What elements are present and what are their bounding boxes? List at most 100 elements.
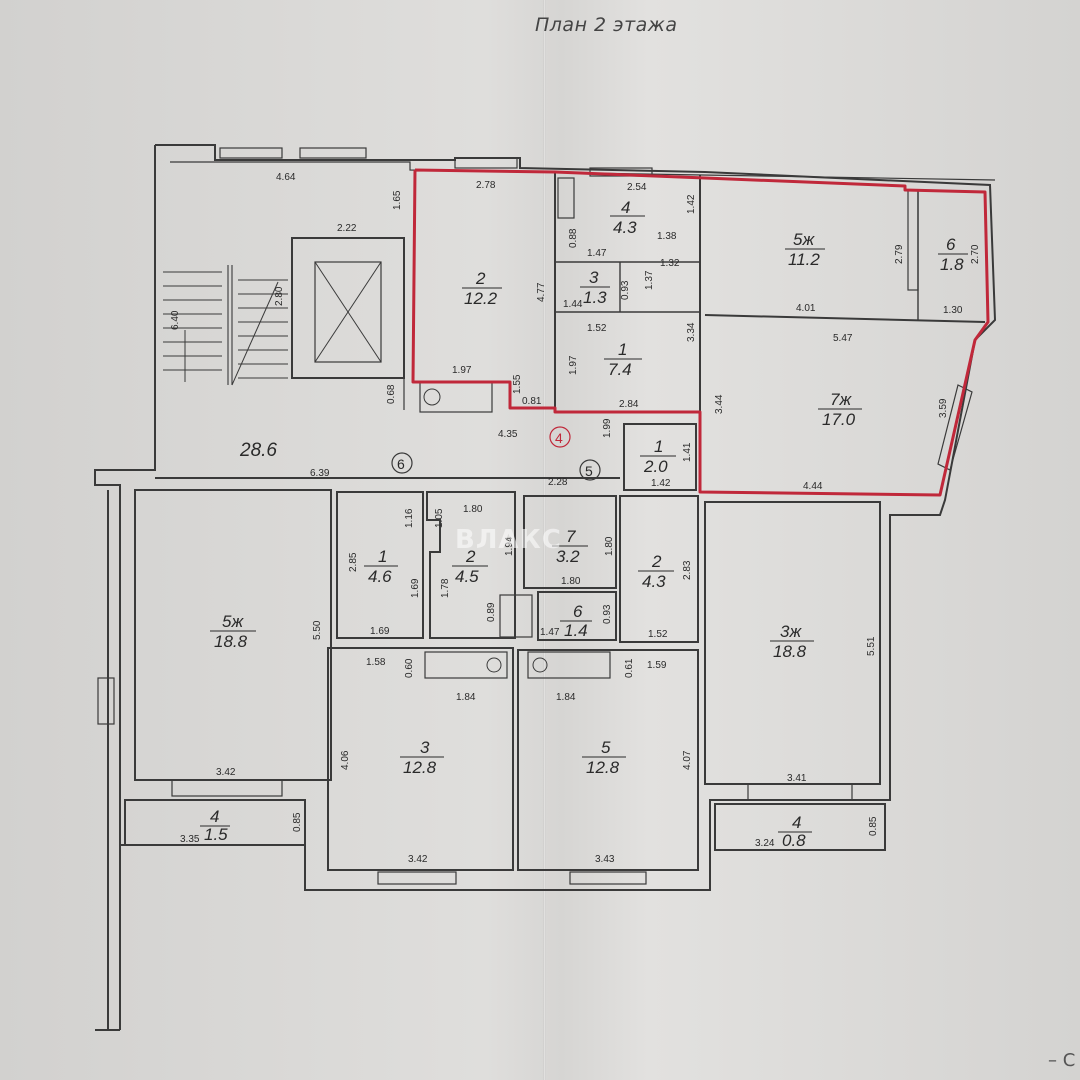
dim: 0.81	[522, 396, 542, 407]
dim: 1.47	[587, 248, 607, 259]
bath-fixture-a	[419, 381, 493, 413]
window-8	[569, 871, 647, 885]
dim: 0.85	[868, 816, 879, 836]
room-s1-area: 7.4	[608, 360, 632, 379]
balcony-w4-area: 1.5	[204, 825, 228, 844]
dim: 6.40	[170, 310, 181, 330]
room-s7-number: 7ж	[830, 390, 852, 409]
axis-marker-4: 4	[555, 430, 563, 446]
dim: 1.37	[644, 270, 655, 290]
axis-marker-6: 6	[397, 456, 405, 472]
elevator-shaft	[291, 237, 405, 379]
room-m3-wall	[327, 647, 514, 871]
dim: 4.06	[340, 750, 351, 770]
room-m2-wall	[426, 491, 516, 639]
dim: 0.89	[486, 602, 497, 622]
room-labels: 2 12.2 4 4.3 3 1.3 1 7.4 5ж 11.2 6 1.8 7…	[200, 198, 968, 850]
sink-a-icon	[423, 388, 441, 406]
dim: 4.07	[682, 750, 693, 770]
room-e3-number: 3ж	[780, 622, 802, 641]
dim: 3.42	[216, 767, 236, 778]
balcony-w4-wall	[124, 799, 306, 846]
axis-marker-5-icon	[579, 459, 601, 481]
dim: 1.32	[660, 258, 680, 269]
dim: 3.41	[787, 773, 807, 784]
dim: 2.54	[627, 182, 647, 193]
room-w5-area: 18.8	[214, 632, 248, 651]
corridor-area: 28.6	[239, 440, 277, 461]
stair-arrow-up	[231, 281, 279, 386]
dimension-labels-vertical: 1.65 6.40 2.80 4.77 1.55 1.42 0.88 1.37 …	[170, 190, 981, 836]
dim: 2.22	[337, 223, 357, 234]
dim: 2.85	[348, 552, 359, 572]
window-9	[747, 783, 853, 801]
dim: 1.69	[370, 626, 390, 637]
window-11	[97, 677, 115, 725]
room-s1-number: 1	[618, 340, 627, 359]
dim: 0.60	[404, 658, 415, 678]
room-m2-number: 2	[465, 547, 476, 566]
balcony-e4-wall	[714, 803, 886, 851]
dim: 1.80	[561, 576, 581, 587]
corner-mark: – С	[1048, 1050, 1076, 1071]
window-7	[377, 871, 457, 885]
room-s4-area: 4.3	[613, 218, 637, 237]
room-s6-number: 6	[946, 235, 956, 254]
axis-marker-5: 5	[585, 463, 593, 479]
dim: 1.05	[434, 508, 445, 528]
room-s3-number: 3	[589, 268, 599, 287]
dim: 4.01	[796, 303, 816, 314]
room-e3-area: 18.8	[773, 642, 807, 661]
dim: 2.70	[970, 244, 981, 264]
dim: 1.16	[404, 508, 415, 528]
bath-fixture-b	[424, 651, 508, 679]
window-6	[171, 779, 283, 797]
dim: 1.55	[512, 374, 523, 394]
dim: 1.84	[456, 692, 476, 703]
room-s2-area: 12.2	[464, 289, 498, 308]
dim: 2.28	[548, 477, 568, 488]
dimension-labels: 4.64 2.22 2.78 1.97 0.81 2.54 1.47 1.38 …	[180, 172, 963, 865]
room-m1-number: 1	[378, 547, 387, 566]
axis-markers: 6 4 5	[391, 426, 601, 481]
apartment-highlight-outline	[411, 168, 990, 497]
dim: 0.93	[602, 604, 613, 624]
dim: 1.99	[602, 418, 613, 438]
dim: 5.51	[866, 636, 877, 656]
room-m7-area: 3.2	[556, 547, 580, 566]
outer-wall-inner	[170, 161, 996, 181]
room-m6-wall	[537, 591, 617, 641]
room-s3-area: 1.3	[583, 288, 607, 307]
room-s5-area: 11.2	[788, 250, 820, 269]
dim: 1.42	[651, 478, 671, 489]
dim: 1.52	[587, 323, 607, 334]
dim: 2.83	[682, 560, 693, 580]
dim: 0.88	[568, 228, 579, 248]
wall-s5-south	[704, 314, 986, 323]
stair-treads	[163, 265, 288, 385]
room-s1b-area: 2.0	[643, 457, 668, 476]
balcony-e4-number: 4	[792, 813, 801, 832]
sink-b-icon	[486, 657, 502, 673]
dim: 1.44	[563, 299, 583, 310]
outer-wall	[94, 144, 997, 891]
dim: 0.85	[292, 812, 303, 832]
dim: 1.84	[556, 692, 576, 703]
room-m2-area: 4.5	[455, 567, 479, 586]
room-m2b-area: 4.3	[642, 572, 666, 591]
dim: 3.59	[938, 398, 949, 418]
balcony-e4-area: 0.8	[782, 831, 806, 850]
watermark-text: ВЛАКС	[455, 525, 562, 555]
shower-fixture	[557, 177, 575, 219]
dim: 4.64	[276, 172, 296, 183]
room-m6-number: 6	[573, 602, 583, 621]
room-m2b-number: 2	[651, 552, 662, 571]
elevator-cross-b	[314, 261, 382, 363]
bath-fixture-c	[527, 651, 611, 679]
elevator-cabin	[314, 261, 382, 363]
room-m7-number: 7	[566, 527, 576, 546]
room-m5-wall	[517, 649, 699, 871]
dim: 4.77	[536, 282, 547, 302]
room-s1b-wall	[623, 423, 697, 491]
dim: 2.78	[476, 180, 496, 191]
